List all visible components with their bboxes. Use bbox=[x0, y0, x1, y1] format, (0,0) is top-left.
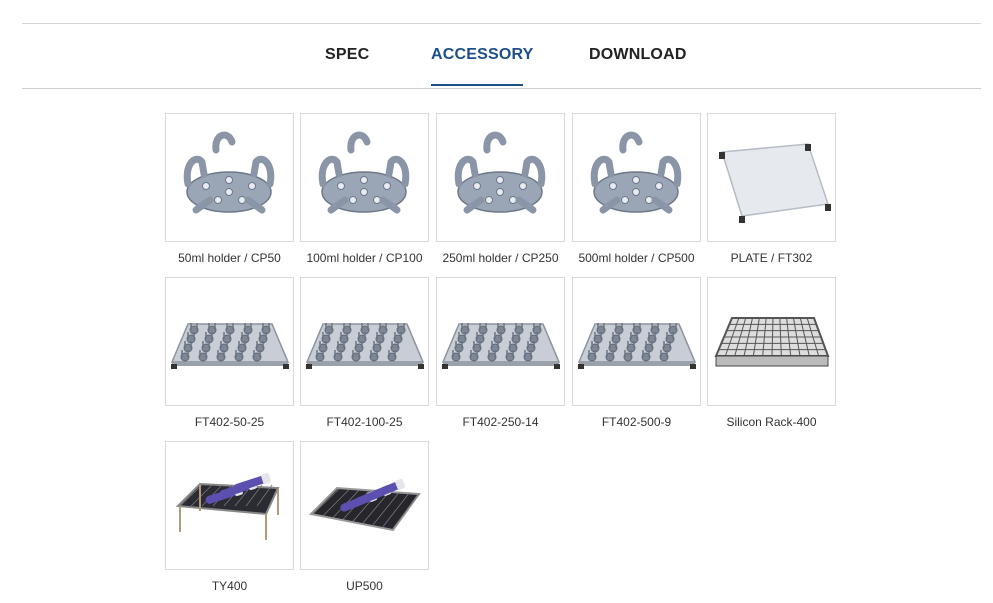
holder-clip-icon bbox=[454, 131, 546, 214]
product-caption: TY400 bbox=[211, 579, 248, 593]
clip-platform-icon bbox=[305, 323, 425, 369]
clip-platform-icon bbox=[441, 323, 561, 369]
product-caption: PLATE / FT302 bbox=[730, 251, 813, 265]
product-image-rack[interactable] bbox=[707, 277, 836, 406]
product-card[interactable]: FT402-500-9 bbox=[572, 277, 701, 429]
tube-rack-legs-icon bbox=[175, 473, 280, 540]
product-card[interactable]: UP500 bbox=[300, 441, 429, 593]
product-image-holder[interactable] bbox=[436, 113, 565, 242]
product-caption: 500ml holder / CP500 bbox=[578, 251, 695, 265]
product-caption: UP500 bbox=[346, 579, 383, 593]
holder-clip-icon bbox=[590, 131, 682, 214]
product-card[interactable]: FT402-50-25 bbox=[165, 277, 294, 429]
product-image-holder[interactable] bbox=[300, 113, 429, 242]
product-caption: 250ml holder / CP250 bbox=[442, 251, 559, 265]
product-card[interactable]: Silicon Rack-400 bbox=[707, 277, 836, 429]
flat-plate-icon bbox=[719, 143, 831, 223]
clip-platform-icon bbox=[170, 323, 290, 369]
product-caption: 50ml holder / CP50 bbox=[178, 251, 281, 265]
product-image-holder[interactable] bbox=[572, 113, 701, 242]
product-image-tube-rack[interactable] bbox=[165, 441, 294, 570]
clip-platform-icon bbox=[577, 323, 697, 369]
product-image-platform[interactable] bbox=[165, 277, 294, 406]
product-card[interactable]: FT402-250-14 bbox=[436, 277, 565, 429]
product-image-holder[interactable] bbox=[165, 113, 294, 242]
tab-download[interactable]: DOWNLOAD bbox=[589, 46, 687, 63]
product-caption: FT402-100-25 bbox=[326, 415, 403, 429]
product-card[interactable]: FT402-100-25 bbox=[300, 277, 429, 429]
product-caption: FT402-50-25 bbox=[194, 415, 265, 429]
product-card[interactable]: 250ml holder / CP250 bbox=[436, 113, 565, 265]
product-caption: 100ml holder / CP100 bbox=[306, 251, 423, 265]
active-tab-indicator bbox=[431, 84, 523, 86]
product-card[interactable]: 100ml holder / CP100 bbox=[300, 113, 429, 265]
product-image-platform[interactable] bbox=[572, 277, 701, 406]
tab-accessory[interactable]: ACCESSORY bbox=[431, 46, 534, 63]
product-card[interactable]: PLATE / FT302 bbox=[707, 113, 836, 265]
product-image-tube-rack[interactable] bbox=[300, 441, 429, 570]
holder-clip-icon bbox=[183, 131, 275, 214]
top-divider bbox=[22, 23, 981, 24]
tab-spec[interactable]: SPEC bbox=[325, 46, 370, 63]
product-card[interactable]: TY400 bbox=[165, 441, 294, 593]
wire-rack-icon bbox=[714, 317, 830, 367]
product-card[interactable]: 500ml holder / CP500 bbox=[572, 113, 701, 265]
product-caption: Silicon Rack-400 bbox=[726, 415, 817, 429]
tab-divider bbox=[22, 88, 981, 89]
product-image-platform[interactable] bbox=[436, 277, 565, 406]
product-card[interactable]: 50ml holder / CP50 bbox=[165, 113, 294, 265]
product-caption: FT402-500-9 bbox=[601, 415, 672, 429]
product-caption: FT402-250-14 bbox=[462, 415, 539, 429]
holder-clip-icon bbox=[318, 131, 410, 214]
tube-rack-flat-icon bbox=[308, 478, 421, 532]
tab-bar: SPEC ACCESSORY DOWNLOAD bbox=[0, 24, 993, 88]
product-image-platform[interactable] bbox=[300, 277, 429, 406]
product-image-plate[interactable] bbox=[707, 113, 836, 242]
